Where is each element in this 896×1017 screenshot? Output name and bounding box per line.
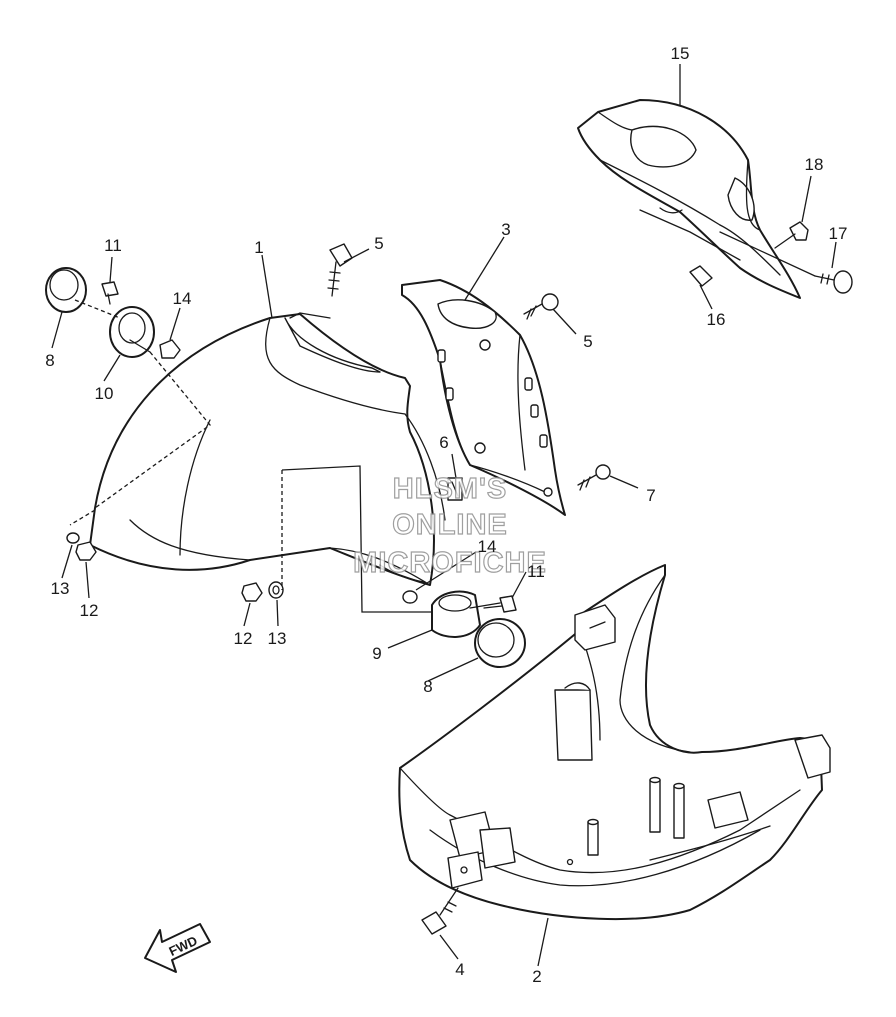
bolt-5a [327,243,353,297]
leader-lines [51,64,837,967]
callout-13b: 13 [268,629,287,648]
fwd-arrow: FWD [144,923,211,973]
callout-13a: 13 [51,579,70,598]
assembly-lines [69,209,816,613]
callout-11b: 11 [527,562,545,581]
callout-15: 15 [671,44,690,63]
bolt-4 [421,887,459,935]
nut-12b [241,582,263,602]
washer-13b [268,581,284,599]
nut-14a [159,339,181,359]
callout-12a: 12 [80,601,99,620]
callout-labels: 1 3 5 5 6 7 8 8 9 10 11 11 12 12 13 13 1… [45,44,847,986]
callout-14b: 14 [478,537,497,556]
callout-5b: 5 [583,332,592,351]
callout-6: 6 [439,433,448,452]
callout-9: 9 [372,644,381,663]
cap-8-right [474,618,526,668]
reflector-9 [431,590,481,638]
front-fender [89,312,446,586]
bolt-11b [483,595,517,613]
callout-11a: 11 [104,236,122,255]
bolt-11a [101,281,119,305]
lower-panel [398,564,831,921]
clip-6 [447,477,463,501]
nut-14b [402,590,418,604]
nut-18 [789,221,809,241]
callout-2: 2 [532,967,541,986]
callout-12b: 12 [234,629,253,648]
callout-4: 4 [455,960,464,979]
bolt-5b [523,293,559,320]
inner-cover [401,279,566,516]
callout-8b: 8 [423,677,432,696]
cap-8-left [45,267,87,313]
watermark-line-3: MICROFICHE [353,547,547,579]
callout-18: 18 [805,155,824,174]
callout-16: 16 [707,310,726,329]
watermark-line-1: HLSM'S [393,473,507,505]
callout-10: 10 [95,384,114,403]
washer-13a [66,532,80,544]
callout-14a: 14 [173,289,192,308]
callout-7: 7 [646,486,655,505]
reflector-10 [109,306,155,358]
screw-17 [814,270,853,294]
callout-1: 1 [254,238,263,257]
callout-17: 17 [829,224,848,243]
callout-5a: 5 [374,234,383,253]
callout-3: 3 [501,220,510,239]
nut-12a [75,541,97,561]
callout-8a: 8 [45,351,54,370]
clip-16 [689,265,713,287]
watermark-line-2: ONLINE [392,509,508,541]
watermark: HLSM'S ONLINE MICROFICHE [353,472,547,579]
rear-cover [577,99,801,299]
screw-7 [577,464,611,491]
